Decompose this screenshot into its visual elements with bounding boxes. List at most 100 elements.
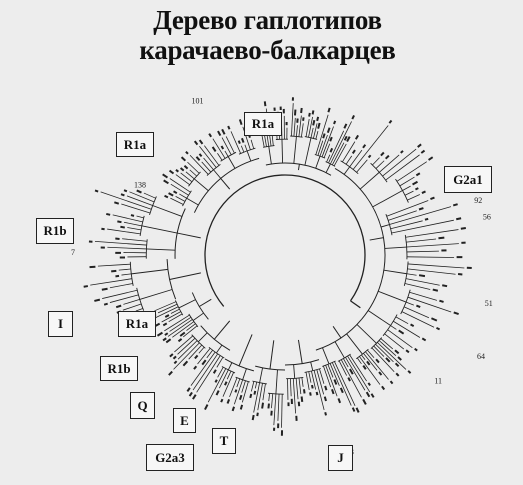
terminal-branch xyxy=(197,348,211,365)
clade-connector xyxy=(332,326,342,339)
tip-mark xyxy=(117,220,122,224)
subclade-arc xyxy=(191,334,206,349)
terminal-branch xyxy=(377,342,407,370)
terminal-branch xyxy=(222,372,234,397)
terminal-branch xyxy=(345,155,353,165)
subclade-arc xyxy=(286,376,304,380)
terminal-branch xyxy=(298,377,302,395)
tip-mark xyxy=(179,331,186,337)
tip-mark xyxy=(303,389,306,394)
terminal-branch xyxy=(315,131,319,140)
terminal-branch xyxy=(244,144,248,152)
terminal-branch xyxy=(199,145,217,168)
terminal-branch xyxy=(177,340,198,360)
tip-mark xyxy=(405,349,410,354)
terminal-branch xyxy=(175,196,186,202)
terminal-branch xyxy=(143,192,156,199)
tree-root-spoke xyxy=(350,300,361,309)
terminal-branch xyxy=(327,364,334,378)
tip-mark xyxy=(168,169,175,175)
terminal-branch xyxy=(406,243,459,248)
terminal-branch xyxy=(182,325,198,338)
subclade-connector xyxy=(193,178,209,192)
tip-mark xyxy=(193,365,198,370)
terminal-branch xyxy=(361,354,366,360)
terminal-branch xyxy=(402,185,411,191)
tip-mark xyxy=(414,187,419,191)
haplogroup-label-r1a-top: R1a xyxy=(244,112,282,136)
subclade-arc xyxy=(263,145,275,148)
tip-mark xyxy=(384,154,390,160)
subclade-connector xyxy=(186,197,199,206)
terminal-branch xyxy=(356,159,368,173)
tip-mark xyxy=(285,122,288,126)
clade-connector xyxy=(169,272,201,281)
subclade-connector xyxy=(131,268,168,275)
tip-mark xyxy=(280,430,284,436)
terminal-branch xyxy=(395,316,409,325)
terminal-branch xyxy=(378,340,397,357)
terminal-branch xyxy=(90,278,133,286)
terminal-branch xyxy=(317,140,324,156)
tip-mark xyxy=(333,379,338,385)
tip-mark xyxy=(300,107,303,114)
terminal-branch xyxy=(373,345,385,357)
tip-mark xyxy=(287,402,290,407)
terminal-branch xyxy=(221,137,232,155)
terminal-branch xyxy=(281,394,283,428)
terminal-branch xyxy=(121,203,151,214)
tip-mark xyxy=(162,337,167,342)
tip-mark xyxy=(215,390,220,396)
tip-mark xyxy=(263,101,267,107)
tip-mark xyxy=(94,298,101,302)
terminal-branch xyxy=(406,273,417,276)
subclade-connector xyxy=(141,225,178,234)
tree-branches xyxy=(90,103,465,428)
subclade-connector xyxy=(192,312,204,321)
tip-mark xyxy=(204,404,209,411)
subclade-connector xyxy=(359,171,380,190)
tip-mark xyxy=(195,156,201,162)
tip-mark xyxy=(380,151,385,157)
tip-mark xyxy=(415,172,421,177)
terminal-branch xyxy=(97,263,131,267)
tip-mark xyxy=(315,391,319,396)
tip-mark xyxy=(89,265,96,269)
terminal-branch xyxy=(174,335,194,353)
terminal-branch xyxy=(396,161,427,182)
terminal-branch xyxy=(250,139,255,149)
subclade-arc xyxy=(304,368,321,373)
terminal-branch xyxy=(198,346,205,354)
terminal-branch xyxy=(319,368,325,384)
tip-mark xyxy=(296,118,299,123)
terminal-branch xyxy=(372,157,380,166)
terminal-branch xyxy=(387,329,413,349)
tip-mark xyxy=(188,391,193,397)
tip-mark xyxy=(101,287,108,291)
tip-mark xyxy=(220,398,224,403)
tree-structure xyxy=(204,174,366,309)
tip-mark xyxy=(239,394,243,400)
terminal-branch xyxy=(371,347,395,373)
terminal-branch xyxy=(319,134,328,157)
tip-mark xyxy=(231,406,236,412)
tip-mark xyxy=(417,143,422,148)
terminal-branch xyxy=(102,289,138,299)
terminal-branch xyxy=(330,121,352,165)
tip-mark xyxy=(410,323,415,328)
tip-mark xyxy=(362,398,367,405)
subclade-connector xyxy=(372,190,403,208)
terminal-branch xyxy=(170,308,180,314)
terminal-branch xyxy=(257,383,263,411)
terminal-branch xyxy=(172,321,195,338)
terminal-branch xyxy=(365,351,389,380)
tip-mark xyxy=(316,116,320,122)
terminal-branch xyxy=(168,313,183,323)
terminal-branch xyxy=(177,337,196,355)
terminal-branch xyxy=(308,371,312,383)
subclade-arc xyxy=(322,360,336,367)
terminal-branch xyxy=(123,299,140,305)
terminal-branch xyxy=(363,353,378,371)
tip-mark xyxy=(111,269,117,273)
tip-number: 64 xyxy=(477,352,485,361)
